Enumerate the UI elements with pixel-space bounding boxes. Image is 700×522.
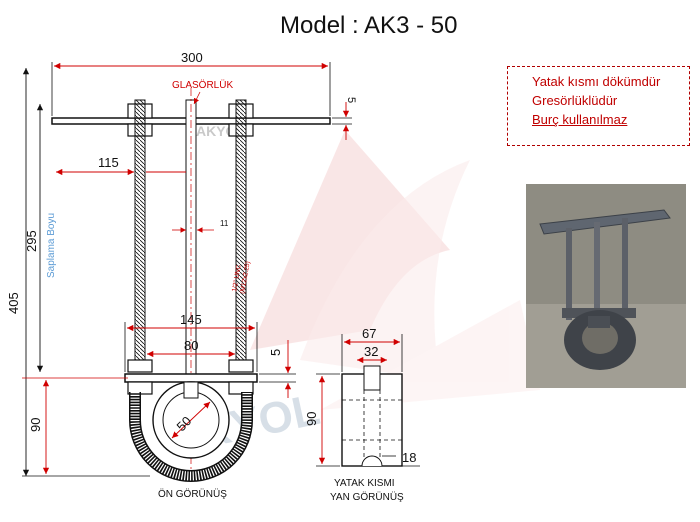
dim-405-label: 405 (6, 292, 21, 314)
stud-left (134, 99, 146, 371)
dim-90-side-label: 90 (304, 412, 319, 426)
dim-67-label: 67 (362, 326, 376, 341)
stud-length-label: Saplama Boyu (46, 213, 57, 278)
dim-115-label: 115 (98, 155, 119, 170)
product-photo-drawing (526, 184, 686, 388)
front-view: 300 5 GLASÖRLÜK 115 11 1/2" UNC (M12x2.2… (6, 50, 357, 500)
stud-right (235, 99, 247, 371)
watermark-logo (250, 130, 540, 410)
dim-90-label: 90 (28, 418, 43, 432)
grease-label: GLASÖRLÜK (172, 79, 233, 91)
grease-nipple (183, 381, 199, 399)
bearing-plate (124, 373, 258, 383)
side-grease (363, 365, 381, 391)
front-view-caption: ÖN GÖRÜNÜŞ (158, 488, 227, 500)
u-bolt-thread (130, 392, 252, 481)
dim-300-label: 300 (181, 50, 203, 65)
page-title: Model : AK3 - 50 (280, 12, 458, 39)
dim-18-label: 18 (402, 450, 416, 465)
nut-lower-left (127, 359, 153, 373)
dim-5-lower-label: 5 (268, 349, 283, 356)
dim-80-label: 80 (184, 338, 198, 353)
note-3: Burç kullanılmaz (532, 112, 628, 127)
dim-11-label: 11 (220, 219, 229, 228)
dim-5-top-label: 5 (345, 97, 357, 103)
dim-line-50 (171, 401, 211, 439)
notes-box: Yatak kısmı dökümdür Gresörlüklüdür Burç… (507, 66, 690, 146)
thread-label-1: 1/2" UNC (231, 264, 243, 292)
nut-lower-right (228, 359, 254, 373)
dim-32-label: 32 (364, 344, 378, 359)
dim-145-label: 145 (180, 312, 202, 327)
note-1: Yatak kısmı dökümdür (532, 74, 661, 89)
side-view: 67 32 90 18 YATAK KISMI YAN GÖRÜNÜŞ (304, 326, 420, 503)
side-caption-1: YATAK KISMI (334, 478, 395, 489)
note-2: Gresörlüklüdür (532, 93, 618, 108)
side-caption-2: YAN GÖRÜNÜŞ (330, 491, 404, 503)
product-photo (526, 184, 686, 388)
